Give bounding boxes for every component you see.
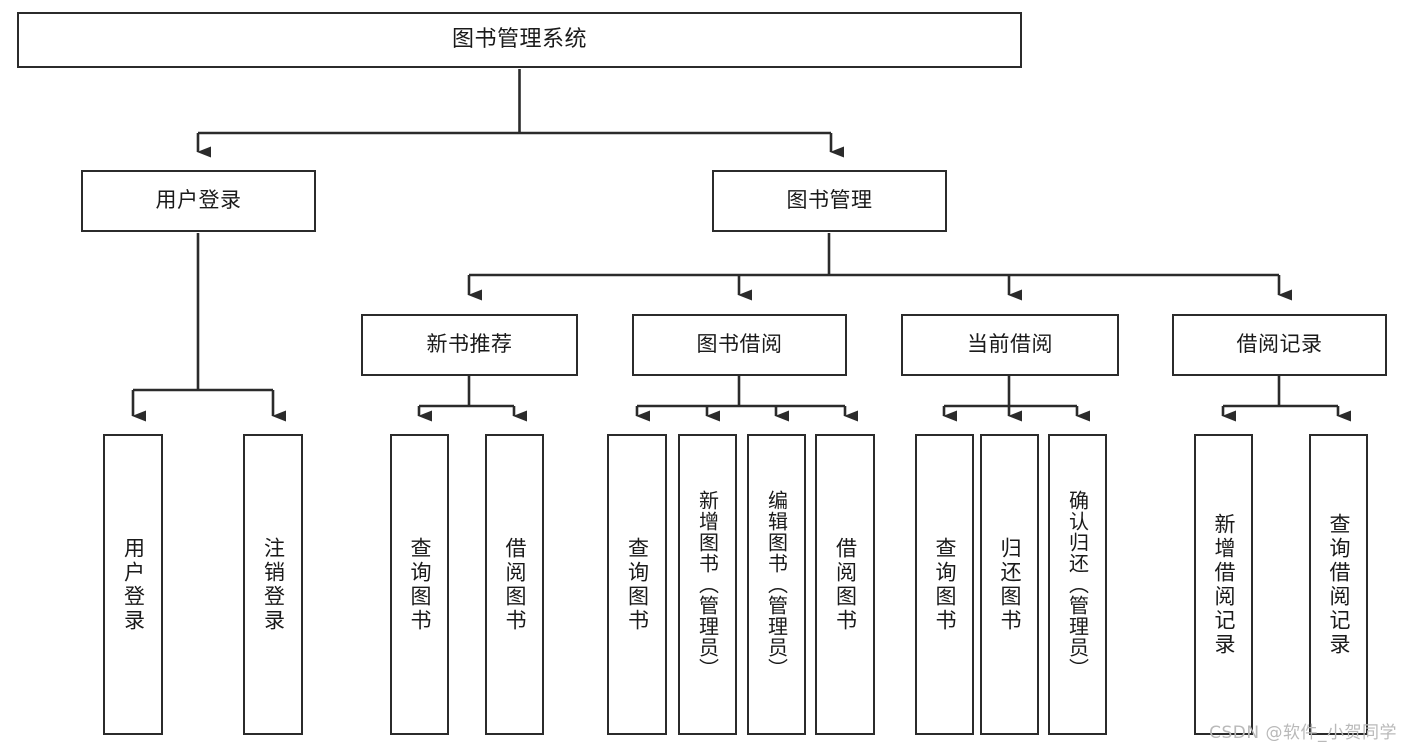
node-user-login-label: 用户登录 — [155, 188, 242, 213]
leaf-borrow-book-label: 借阅图书 — [833, 536, 858, 633]
leaf-edit-book-label: 编辑图书（管理员） — [764, 490, 789, 679]
leaf-logout-label: 注销登录 — [261, 536, 286, 633]
node-current-borrow[interactable]: 当前借阅 — [901, 314, 1119, 376]
leaf-cur-query-book[interactable]: 查询图书 — [915, 434, 974, 735]
node-user-login[interactable]: 用户登录 — [81, 170, 316, 232]
leaf-add-record-label: 新增借阅记录 — [1212, 512, 1236, 657]
node-book-manage[interactable]: 图书管理 — [712, 170, 947, 232]
node-new-book-rec-label: 新书推荐 — [426, 332, 513, 357]
leaf-rec-query-book-label: 查询图书 — [408, 536, 432, 633]
leaf-edit-book[interactable]: 编辑图书（管理员） — [747, 434, 806, 735]
node-root[interactable]: 图书管理系统 — [17, 12, 1022, 68]
leaf-query-record[interactable]: 查询借阅记录 — [1309, 434, 1368, 735]
leaf-confirm-return[interactable]: 确认归还（管理员） — [1048, 434, 1107, 735]
node-root-label: 图书管理系统 — [451, 26, 587, 52]
leaf-query-record-label: 查询借阅记录 — [1327, 512, 1351, 657]
leaf-borrow-query-book-label: 查询图书 — [625, 536, 650, 633]
node-book-manage-label: 图书管理 — [786, 188, 873, 213]
node-new-book-rec[interactable]: 新书推荐 — [361, 314, 578, 376]
leaf-confirm-return-label: 确认归还（管理员） — [1065, 490, 1090, 679]
leaf-rec-query-book[interactable]: 查询图书 — [390, 434, 449, 735]
leaf-rec-borrow-book[interactable]: 借阅图书 — [485, 434, 544, 735]
leaf-return-book-label: 归还图书 — [998, 536, 1022, 633]
leaf-borrow-book[interactable]: 借阅图书 — [815, 434, 875, 735]
leaf-add-book[interactable]: 新增图书（管理员） — [678, 434, 737, 735]
leaf-add-record[interactable]: 新增借阅记录 — [1194, 434, 1253, 735]
leaf-return-book[interactable]: 归还图书 — [980, 434, 1039, 735]
leaf-user-login[interactable]: 用户登录 — [103, 434, 163, 735]
leaf-logout[interactable]: 注销登录 — [243, 434, 303, 735]
node-current-borrow-label: 当前借阅 — [967, 332, 1053, 357]
node-borrow-record[interactable]: 借阅记录 — [1172, 314, 1387, 376]
leaf-user-login-label: 用户登录 — [121, 536, 146, 633]
node-book-borrow[interactable]: 图书借阅 — [632, 314, 847, 376]
leaf-borrow-query-book[interactable]: 查询图书 — [607, 434, 667, 735]
leaf-rec-borrow-book-label: 借阅图书 — [503, 536, 527, 633]
node-borrow-record-label: 借阅记录 — [1236, 332, 1323, 357]
leaf-add-book-label: 新增图书（管理员） — [695, 490, 720, 679]
node-book-borrow-label: 图书借阅 — [696, 332, 783, 357]
leaf-cur-query-book-label: 查询图书 — [933, 536, 957, 633]
